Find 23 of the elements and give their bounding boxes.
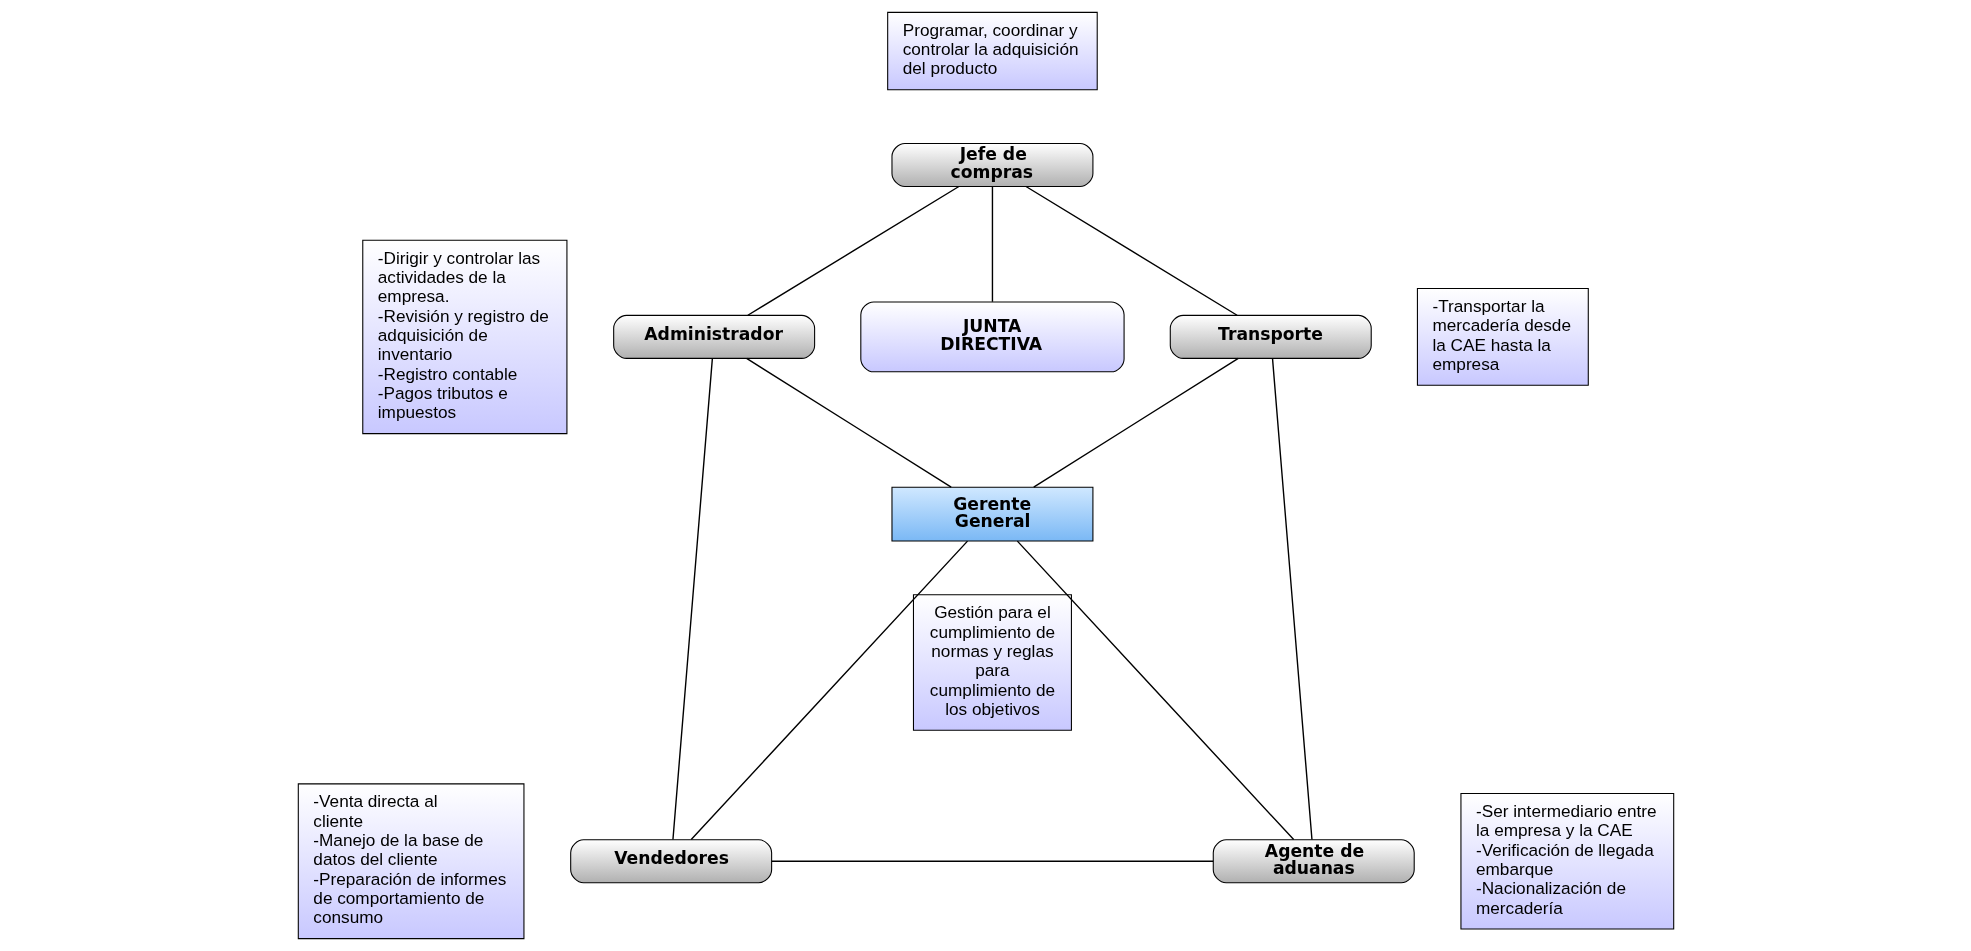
connector — [1016, 540, 1294, 841]
node-box: Gerente General — [890, 486, 1093, 542]
node-box: -Ser intermediario entre la empresa y la CAE -Verificación de llegada embarque -Nacionalización de mercadería — [1459, 793, 1674, 930]
connector — [1032, 357, 1239, 488]
node-box: Jefe de compras — [890, 142, 1093, 187]
connector — [1024, 185, 1238, 316]
node-box: Gestión para el cumplimiento de normas y reglas para cumplimiento de los objetivos — [912, 594, 1072, 731]
node-box: -Transportar la mercadería desde la CAE hasta la empresa — [1416, 288, 1589, 386]
node-box: Administrador — [612, 314, 815, 359]
connector — [746, 185, 960, 316]
connector — [690, 540, 968, 841]
connector — [671, 357, 713, 841]
node-box: Vendedores — [569, 839, 772, 884]
node-box: Programar, coordinar y controlar la adquisición del producto — [886, 11, 1098, 91]
connector — [1271, 357, 1313, 841]
connector — [745, 357, 952, 488]
node-box: Transporte — [1169, 314, 1372, 359]
connector — [770, 860, 1214, 862]
connector — [991, 185, 993, 303]
node-box: Agente de aduanas — [1212, 839, 1415, 884]
node-box: JUNTA DIRECTIVA — [859, 301, 1125, 373]
node-box: -Dirigir y controlar las actividades de la empresa. -Revisión y registro de adquisición de inventario -Registro contable -Pagos tributos e impuestos — [361, 239, 567, 435]
node-box: -Venta directa al cliente -Manejo de la base de datos del cliente -Preparación de informes de comportamiento de consumo — [297, 783, 524, 940]
